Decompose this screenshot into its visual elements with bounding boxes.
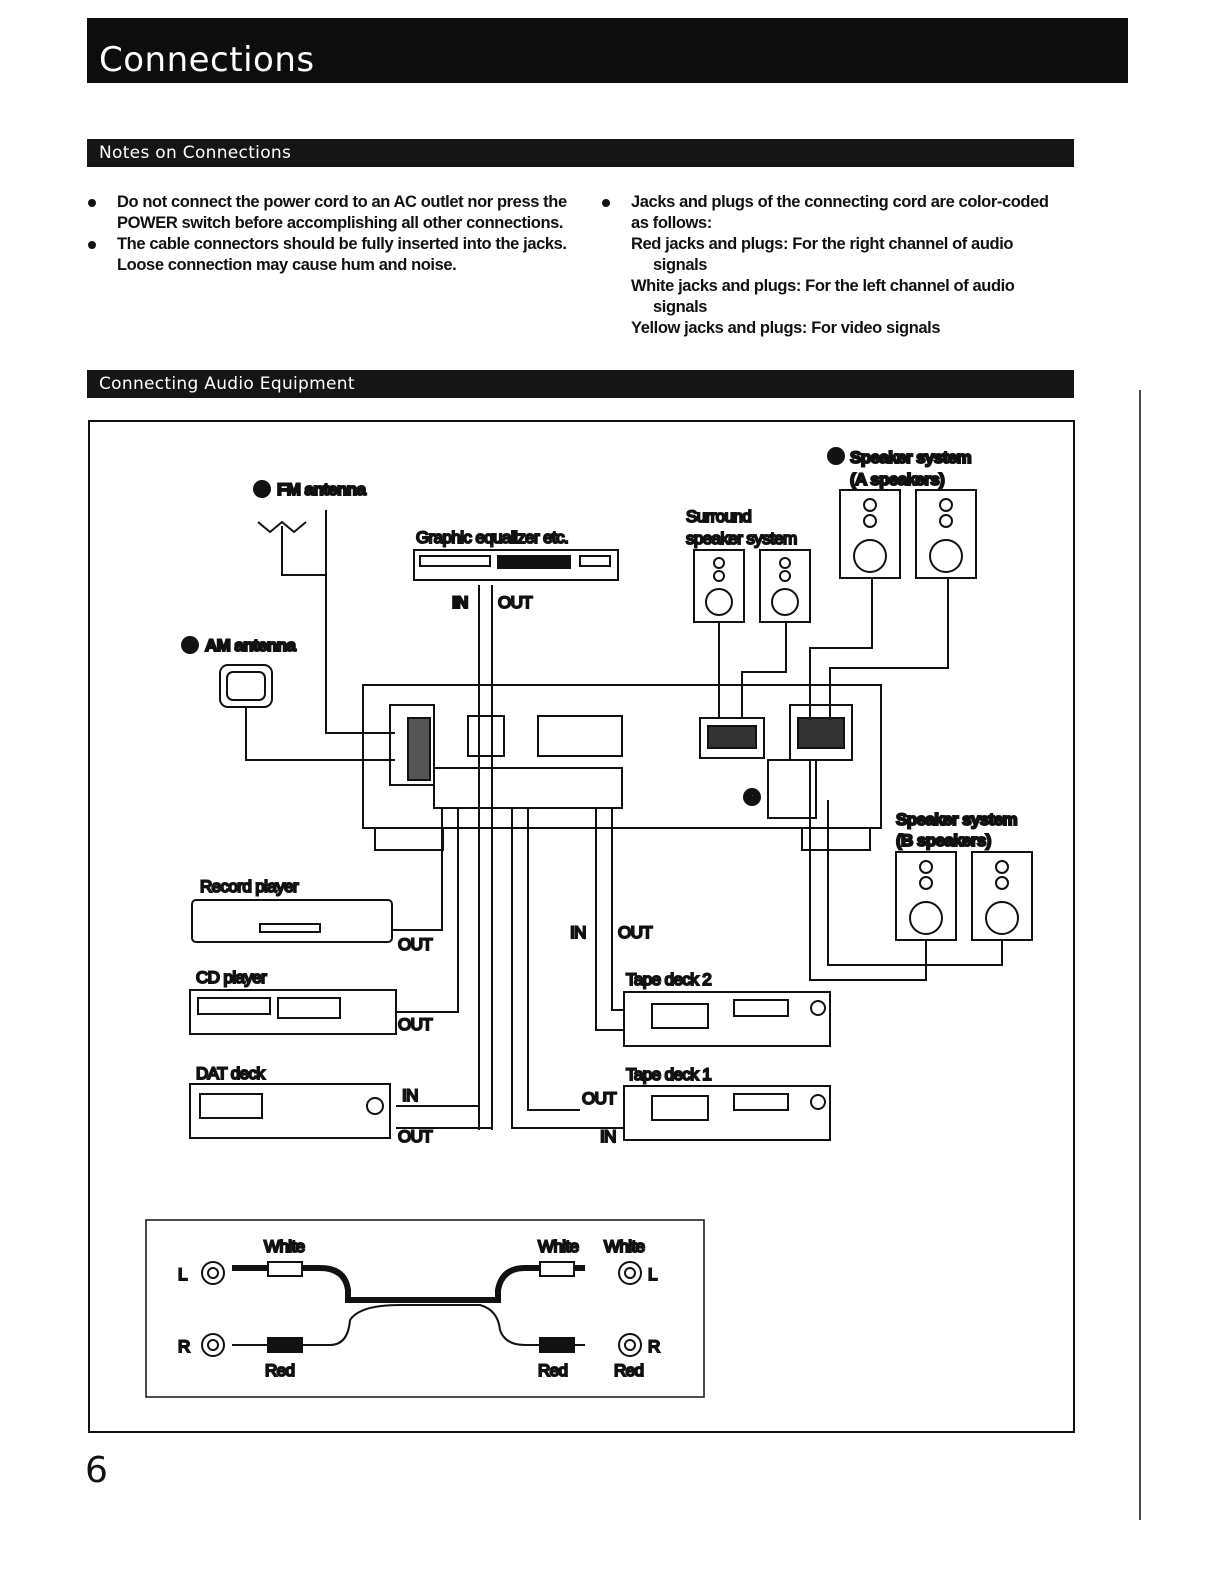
svg-text:L: L [178,1265,187,1284]
connecting-cord-illustration: L R White Red White White Red Red L R [145,1219,705,1398]
note-line: Yellow jacks and plugs: For video signal… [631,319,941,337]
page-title-bar: Connections [87,18,1128,83]
notes-right: Jacks and plugs of the connecting cord a… [602,192,1062,339]
svg-text:Red: Red [265,1361,295,1380]
note-line: signals [653,256,708,274]
svg-text:OUT: OUT [582,1089,616,1108]
svg-text:White: White [264,1237,305,1256]
svg-text:(A speakers): (A speakers) [850,470,944,489]
section-title: Connecting Audio Equipment [99,374,355,394]
cd-player: CD player OUT [189,808,459,1035]
tape-deck-1: Tape deck 1 OUT IN [511,808,831,1147]
am-antenna-label: AM antenna [205,636,296,655]
svg-text:OUT: OUT [398,935,432,954]
tape-deck-2: IN OUT Tape deck 2 [569,808,831,1047]
svg-text:R: R [178,1337,190,1356]
equalizer-device: Graphic equalizer etc. IN OUT [413,527,619,1130]
svg-text:White: White [604,1237,645,1256]
section-title: Notes on Connections [99,143,292,163]
surround-speakers: Surround speaker system [685,506,811,718]
svg-text:Tape deck 1: Tape deck 1 [626,1065,711,1084]
section-header-notes: Notes on Connections [87,139,1074,167]
svg-text:IN: IN [570,923,586,942]
svg-text:Speaker system: Speaker system [896,810,1018,829]
svg-text:IN: IN [600,1127,616,1146]
svg-text:White: White [538,1237,579,1256]
svg-text:OUT: OUT [398,1015,432,1034]
note-line: Red jacks and plugs: For the right chann… [631,235,1014,253]
equalizer-label: Graphic equalizer etc. [416,528,568,547]
svg-text:IN: IN [402,1086,418,1105]
fm-antenna-label: FM antenna [277,480,367,499]
svg-text:OUT: OUT [398,1127,432,1146]
svg-text:4: 4 [748,792,755,806]
speaker-b: Speaker system (B speakers) [809,760,1033,981]
svg-text:(B speakers): (B speakers) [896,831,991,850]
note-line: signals [653,298,708,316]
note-item: Do not connect the power cord to an AC o… [88,192,578,234]
svg-text:Red: Red [614,1361,644,1380]
svg-text:Tape deck 2: Tape deck 2 [626,970,711,989]
note-item: The cable connectors should be fully ins… [88,234,578,276]
svg-text:DAT deck: DAT deck [196,1064,265,1083]
svg-text:2: 2 [186,640,193,654]
svg-text:R: R [648,1337,660,1356]
svg-text:OUT: OUT [618,923,652,942]
notes-left: Do not connect the power cord to an AC o… [88,192,578,276]
svg-text:speaker system: speaker system [686,529,797,548]
svg-text:L: L [648,1265,657,1284]
svg-text:CD player: CD player [196,968,267,987]
page-number: 6 [85,1450,108,1491]
dat-deck: DAT deck IN OUT [189,1063,492,1147]
section-header-audio: Connecting Audio Equipment [87,370,1074,398]
svg-text:3: 3 [832,451,839,465]
speaker-a: 3 Speaker system (A speakers) [809,447,977,720]
svg-text:Surround: Surround [686,507,751,526]
svg-text:IN: IN [452,593,468,612]
diagram-frame [88,420,1075,1433]
svg-text:OUT: OUT [498,593,532,612]
svg-text:Red: Red [538,1361,568,1380]
note-line: White jacks and plugs: For the left chan… [631,277,1015,295]
svg-text:1: 1 [258,484,265,498]
page-title: Connections [99,40,315,80]
note-item: Jacks and plugs of the connecting cord a… [602,192,1062,234]
fm-antenna-icon: 1 FM antenna [253,479,395,734]
receiver-rear-panel: 4 [362,684,882,851]
am-antenna-icon: 2 AM antenna [181,635,395,761]
record-player: Record player OUT [191,808,443,955]
svg-text:Record player: Record player [200,877,299,896]
svg-text:Speaker system: Speaker system [850,448,972,467]
